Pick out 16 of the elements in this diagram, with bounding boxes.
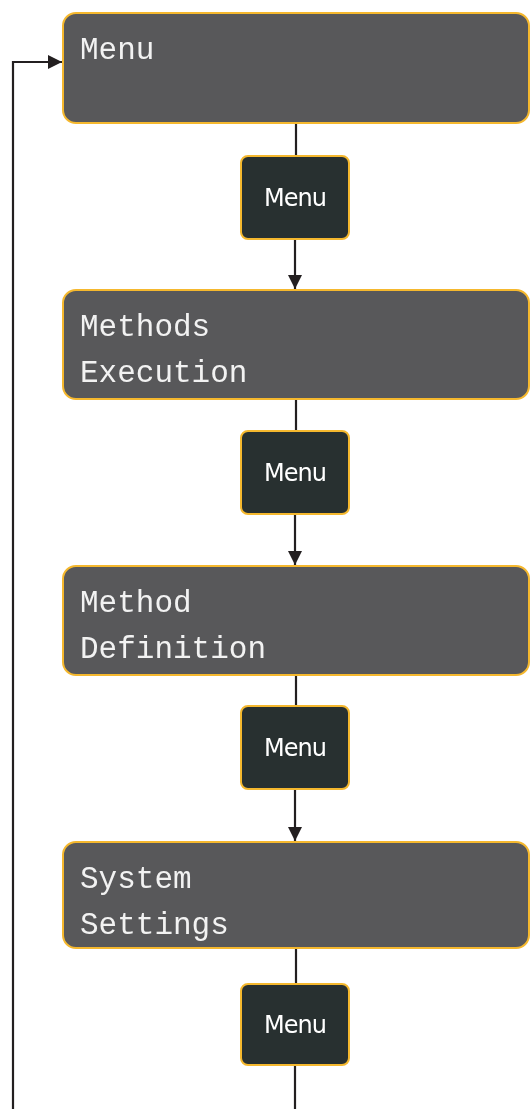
display-screen [62, 841, 530, 949]
menu-key: Menu [240, 983, 350, 1066]
screen-label: Method Definition [80, 585, 268, 669]
screen-label: Menu [80, 32, 156, 70]
display-screen [62, 289, 530, 400]
connector-arrow [288, 790, 302, 841]
display-screen [62, 12, 530, 124]
menu-key: Menu [240, 705, 350, 790]
connector-arrow [11, 55, 297, 1109]
menu-key: Menu [240, 430, 350, 515]
connector-arrow [288, 515, 302, 565]
connector-arrow [288, 240, 302, 289]
screen-label: Methods Execution [80, 309, 249, 393]
screen-label: System Settings [80, 861, 230, 945]
menu-key: Menu [240, 155, 350, 240]
display-screen [62, 565, 530, 676]
